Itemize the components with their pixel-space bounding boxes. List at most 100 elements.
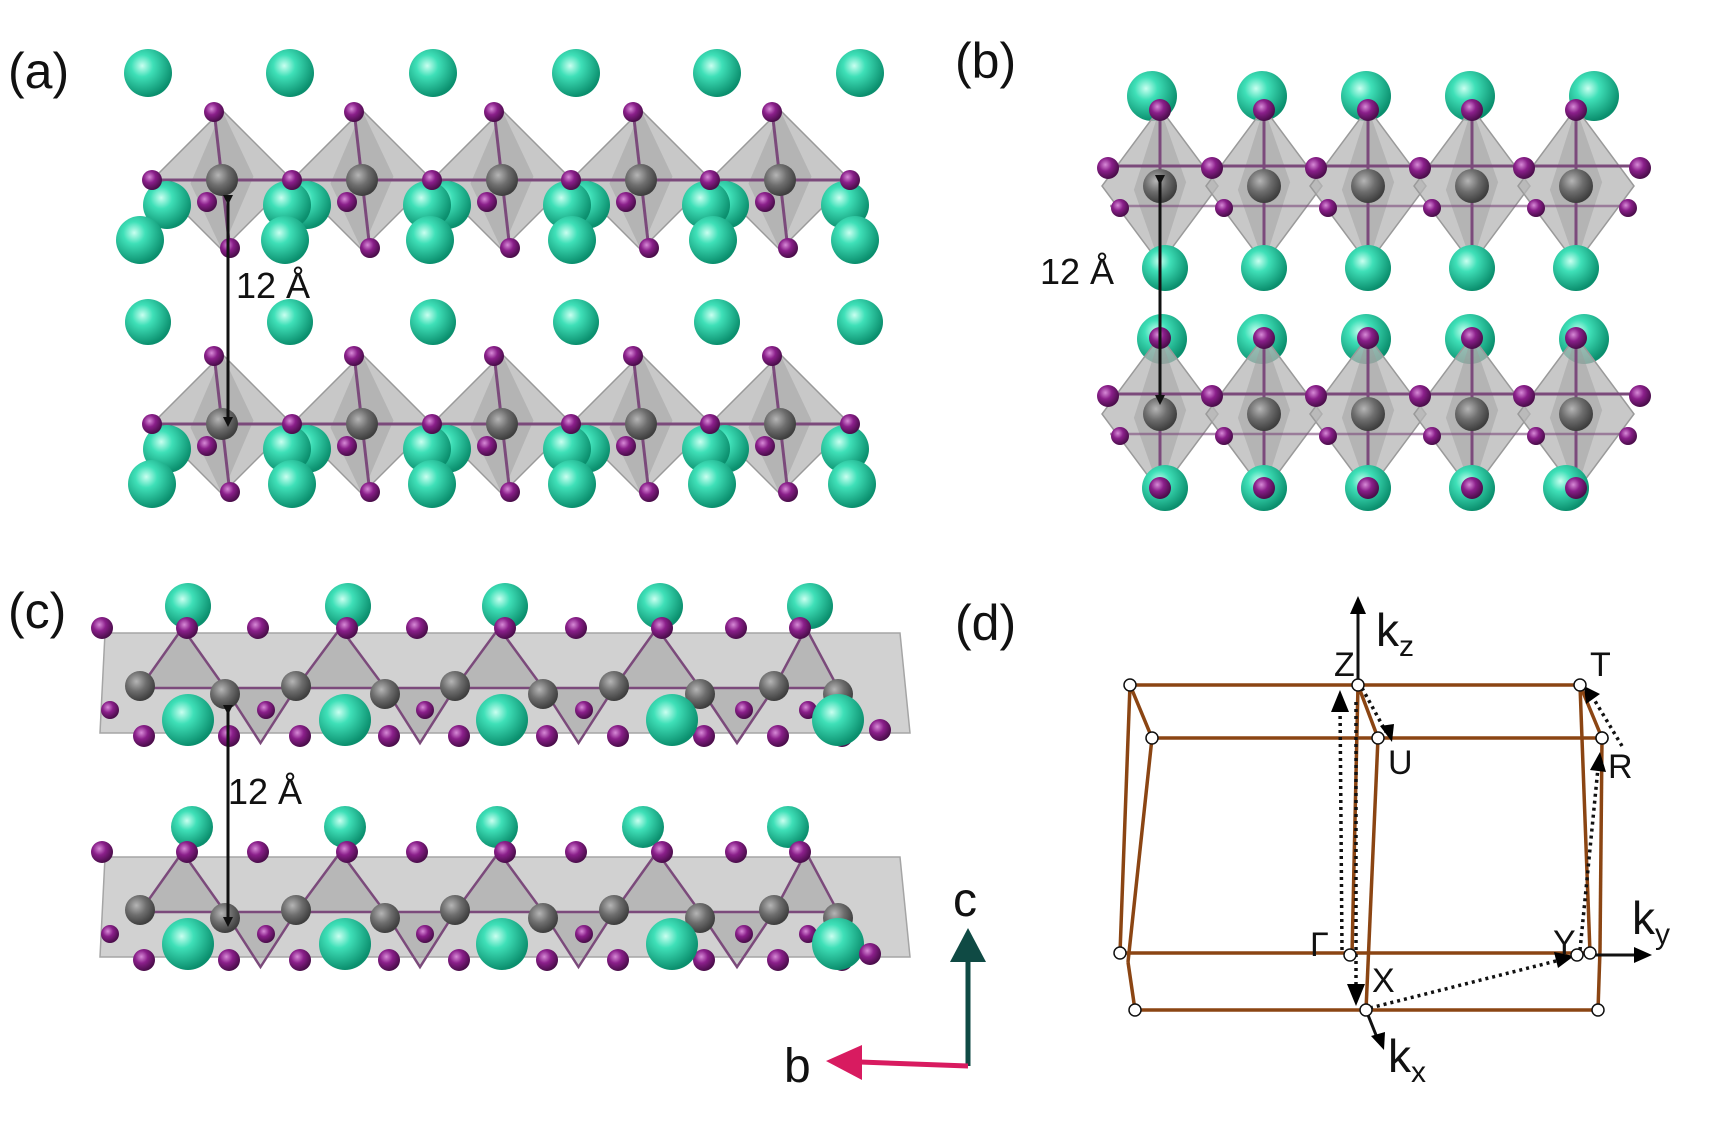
anion-atom	[344, 102, 364, 122]
anion-atom	[767, 949, 789, 971]
anion-atom	[360, 482, 380, 502]
anion-atom	[282, 414, 302, 434]
anion-atom	[257, 925, 275, 943]
cation-atom	[266, 49, 314, 97]
anion-atom	[220, 238, 240, 258]
anion-atom	[561, 170, 581, 190]
metal-atom	[1351, 169, 1385, 203]
anion-atom	[536, 949, 558, 971]
anion-atom	[1357, 477, 1379, 499]
bz-edge	[1596, 949, 1602, 1011]
anion-atom	[1305, 385, 1327, 407]
path-arrowhead	[1331, 690, 1349, 712]
panel-c-structure	[91, 583, 911, 971]
anion-atom	[693, 949, 715, 971]
metal-atom	[764, 164, 796, 196]
metal-atom	[125, 895, 155, 925]
anion-atom	[142, 170, 162, 190]
anion-atom	[91, 617, 113, 639]
cation-atom	[124, 49, 172, 97]
bz-edge	[1356, 684, 1380, 739]
metal-atom	[1455, 397, 1489, 431]
anion-atom	[91, 841, 113, 863]
path-arrowhead	[1554, 952, 1574, 968]
cation-atom	[693, 49, 741, 97]
path-arrowhead	[1584, 686, 1600, 704]
path-gamma-z	[1338, 701, 1344, 951]
panel-b-structure	[1097, 71, 1651, 511]
anion-atom	[1409, 157, 1431, 179]
anion-atom	[575, 701, 593, 719]
bz-vertex	[1359, 1003, 1373, 1017]
b-axis-line	[859, 1059, 969, 1069]
anion-atom	[1357, 99, 1379, 121]
anion-atom	[1097, 157, 1119, 179]
cation-atom	[1241, 245, 1287, 291]
octahedron-face	[452, 849, 546, 914]
panel-a-label: (a)	[8, 43, 69, 99]
anion-atom	[778, 238, 798, 258]
anion-atom	[1619, 199, 1637, 217]
bz-vertex	[1113, 946, 1127, 960]
anion-atom	[616, 192, 636, 212]
anion-atom	[378, 725, 400, 747]
ky-arrowhead	[1634, 947, 1652, 963]
anion-atom	[1461, 99, 1483, 121]
cation-atom	[1449, 245, 1495, 291]
anion-atom	[1527, 427, 1545, 445]
anion-atom	[762, 102, 782, 122]
octahedron-face	[293, 849, 388, 914]
metal-atom	[1351, 397, 1385, 431]
cation-atom	[828, 460, 876, 508]
cation-atom	[688, 460, 736, 508]
anion-atom	[1513, 157, 1535, 179]
anion-atom	[700, 170, 720, 190]
anion-atom	[1565, 477, 1587, 499]
anion-atom	[725, 617, 747, 639]
anion-atom	[565, 617, 587, 639]
anion-atom	[778, 482, 798, 502]
anion-atom	[1253, 327, 1275, 349]
anion-atom	[859, 943, 881, 965]
b-axis-label: b	[784, 1040, 811, 1093]
metal-atom	[370, 679, 400, 709]
panel-b-label: (b)	[955, 33, 1016, 89]
metal-atom	[1143, 397, 1177, 431]
cation-atom	[1553, 245, 1599, 291]
anion-atom	[1253, 477, 1275, 499]
anion-atom	[1305, 157, 1327, 179]
cation-atom	[553, 299, 599, 345]
metal-atom	[625, 164, 657, 196]
anion-atom	[725, 841, 747, 863]
anion-atom	[789, 841, 811, 863]
anion-atom	[1201, 385, 1223, 407]
metal-atom	[625, 408, 657, 440]
anion-atom	[360, 238, 380, 258]
cation-atom	[319, 694, 371, 746]
cation-atom	[476, 694, 528, 746]
cation-atom	[408, 460, 456, 508]
cation-atom	[128, 460, 176, 508]
path-arrowhead	[1380, 724, 1394, 742]
metal-atom	[528, 903, 558, 933]
path-arrowhead	[1590, 752, 1606, 772]
c-axis-label: c	[953, 874, 977, 927]
anion-atom	[607, 949, 629, 971]
panel-c-label: (c)	[8, 583, 66, 639]
cation-atom	[143, 181, 191, 229]
bz-point-R: R	[1608, 748, 1633, 786]
anion-atom	[651, 841, 673, 863]
cation-atom	[162, 694, 214, 746]
anion-atom	[448, 949, 470, 971]
bz-edge	[1118, 684, 1132, 954]
cation-atom	[482, 583, 528, 629]
anion-atom	[247, 617, 269, 639]
bz-point-X: X	[1372, 962, 1395, 1000]
panel-c-spacing-label: 12 Å	[228, 771, 302, 812]
crystal-axes	[826, 928, 986, 1080]
cation-atom	[767, 806, 809, 848]
anion-atom	[840, 414, 860, 434]
bz-vertex	[1573, 678, 1587, 692]
anion-atom	[422, 414, 442, 434]
cation-atom	[165, 583, 211, 629]
